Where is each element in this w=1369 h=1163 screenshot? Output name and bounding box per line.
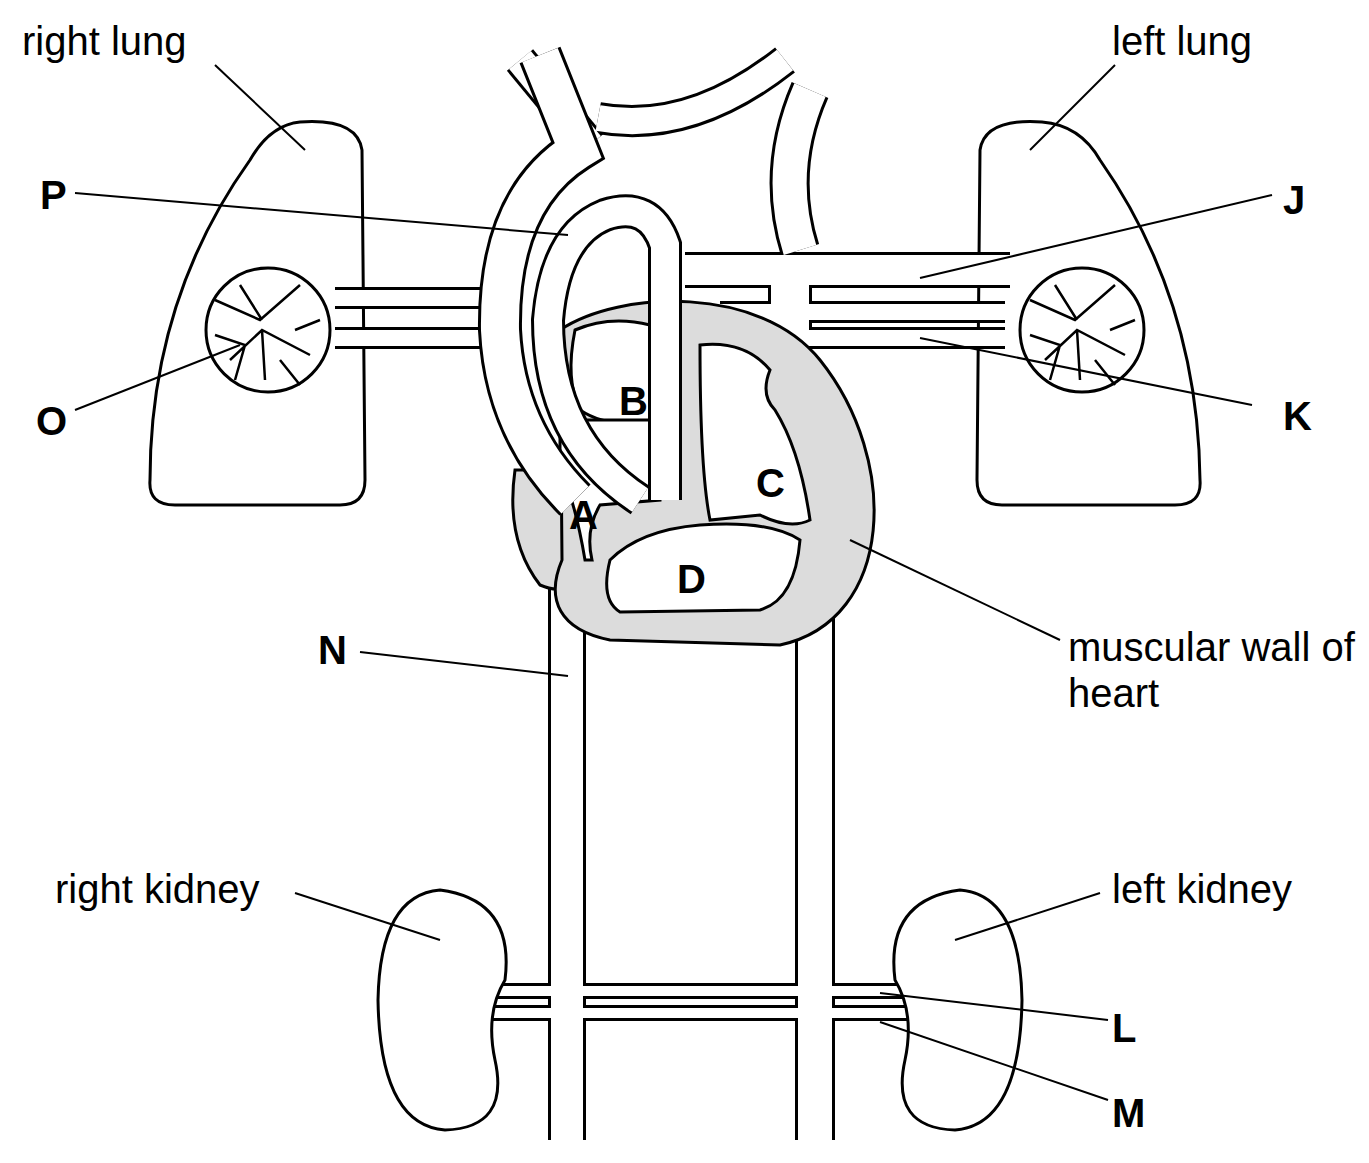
left-lung [977, 122, 1200, 505]
front-vessels [500, 55, 665, 500]
callout-letter: C [756, 460, 816, 506]
leader-lines [75, 65, 1272, 1100]
callout-letter: K [1283, 393, 1343, 439]
callout-letter: N [318, 627, 378, 673]
callout-letter: J [1283, 177, 1343, 223]
part-label: left kidney [1112, 866, 1352, 912]
callout-letter: B [619, 378, 679, 424]
part-label: right kidney [55, 866, 315, 912]
callout-letter: P [40, 172, 100, 218]
callout-letter: O [36, 398, 96, 444]
part-label: muscular wall of heart [1068, 624, 1358, 716]
part-label: left lung [1112, 18, 1352, 64]
right-lung [150, 122, 365, 505]
callout-letter: M [1112, 1090, 1172, 1136]
callout-letter: D [677, 556, 737, 602]
callout-letter: A [569, 492, 629, 538]
part-label: right lung [22, 18, 282, 64]
kidneys [378, 890, 1022, 1130]
callout-letter: L [1112, 1005, 1172, 1051]
